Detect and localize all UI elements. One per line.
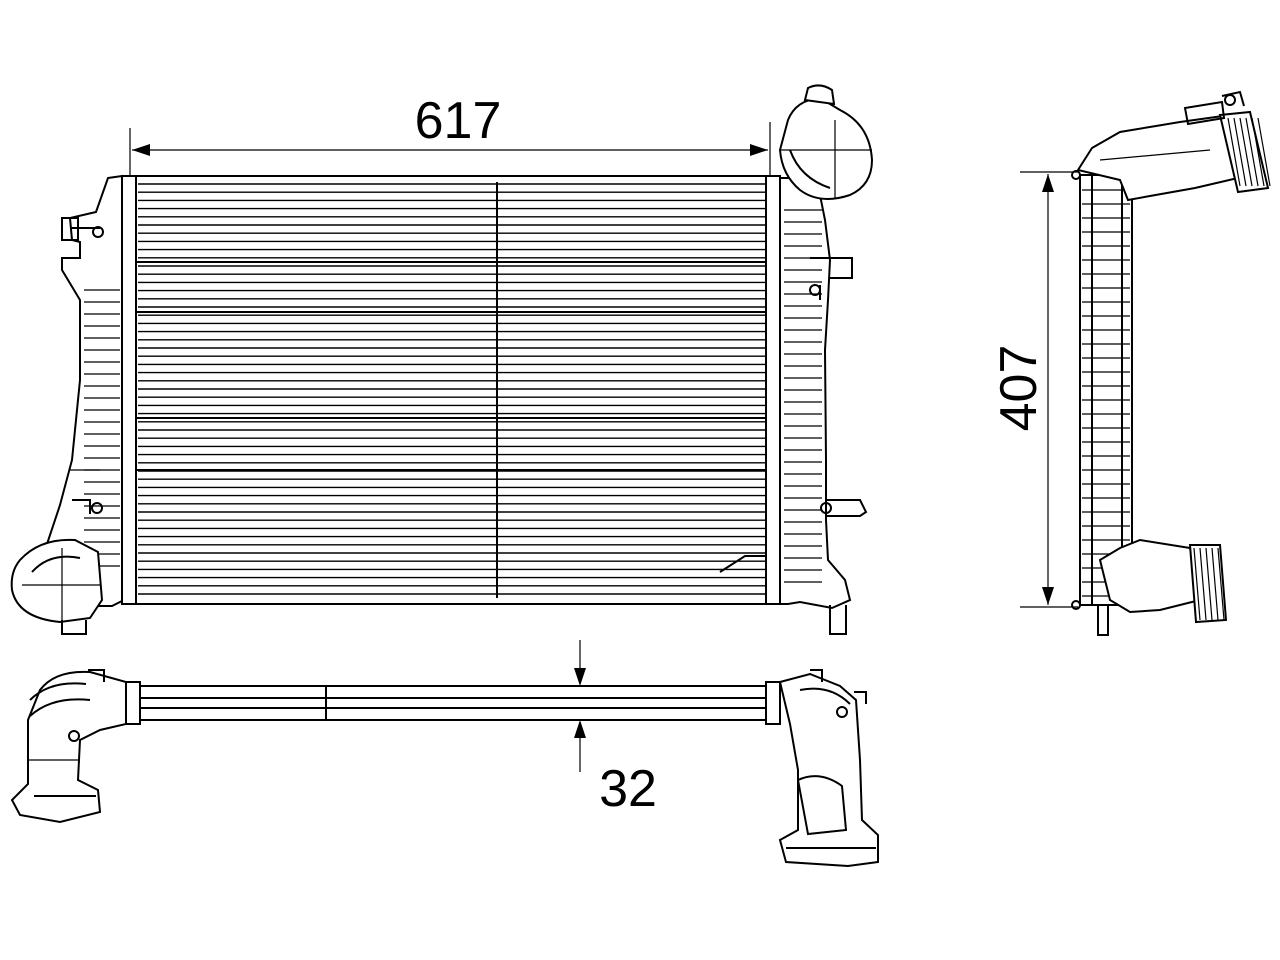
- front-view: [10, 84, 874, 635]
- front-core-fins: [136, 183, 776, 595]
- front-left-inlet: [10, 469, 104, 635]
- side-core-ribs: [1082, 189, 1130, 597]
- front-right-tank-ribs: [784, 209, 822, 583]
- depth-dimension: 32: [574, 640, 657, 818]
- width-dimension: 617: [129, 92, 771, 176]
- side-view: [1071, 90, 1271, 636]
- side-bottom-inlet: [1097, 538, 1228, 636]
- height-dimension: 407: [990, 171, 1078, 608]
- depth-dimension-label: 32: [599, 760, 657, 818]
- side-top-outlet: [1076, 90, 1271, 202]
- top-left-elbow: [10, 669, 127, 824]
- front-right-header: [765, 175, 781, 605]
- front-right-tank: [779, 177, 852, 610]
- front-core: [135, 175, 777, 605]
- top-view: 32: [10, 640, 879, 868]
- top-right-elbow: [778, 669, 879, 868]
- width-dimension-label: 617: [415, 92, 502, 150]
- top-core: [139, 685, 781, 721]
- front-right-outlet: [778, 84, 874, 200]
- front-right-mount-bottom: [826, 499, 868, 517]
- height-dimension-label: 407: [990, 345, 1048, 432]
- front-left-header: [121, 175, 137, 605]
